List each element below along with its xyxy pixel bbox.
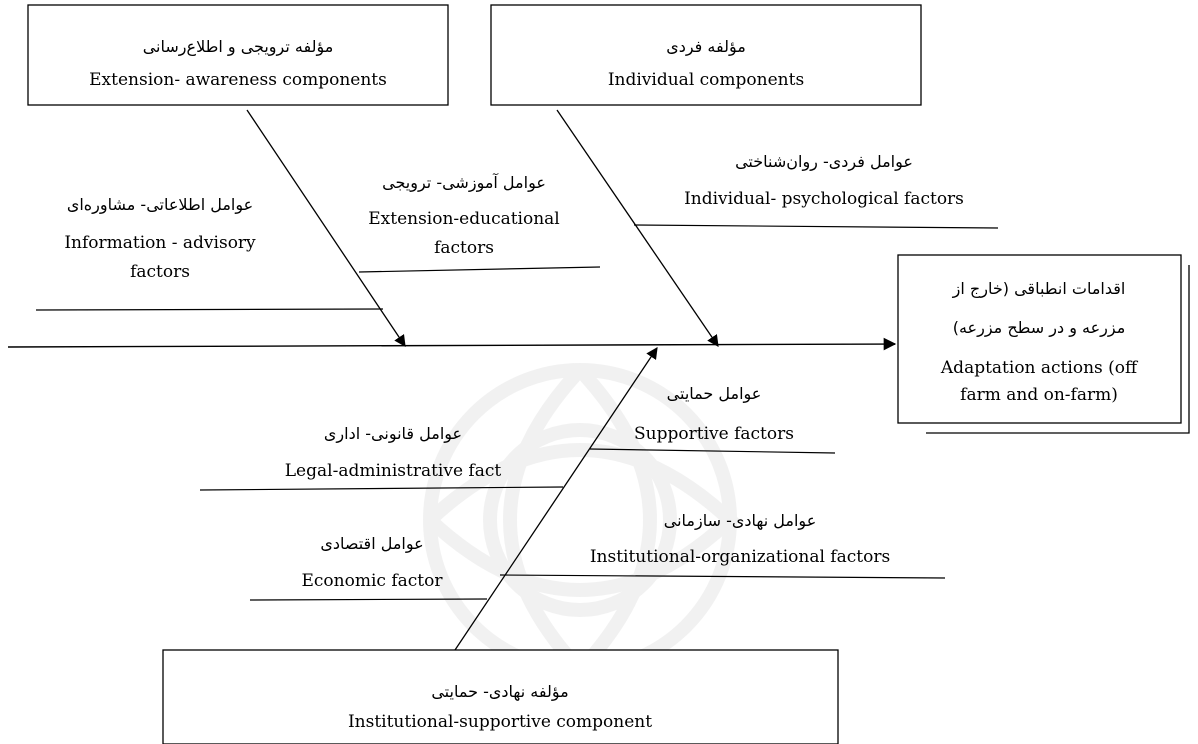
branch-extension-educational [358, 266, 601, 273]
factor-economic-en: Economic factor [302, 571, 444, 591]
head-box [897, 254, 1182, 424]
head-fa-line2: مزرعه و در سطح مزرعه) [953, 318, 1126, 338]
factor-extension-educational-en2: factors [434, 238, 494, 258]
component-extension-awareness-fa: مؤلفه ترویجی و اطلاع‌رسانی [143, 37, 334, 57]
branch-legal-administrative [199, 486, 564, 491]
component-extension-awareness-en: Extension- awareness components [89, 70, 387, 90]
factor-supportive-fa: عوامل حمایتی [667, 384, 762, 404]
factor-individual-psychological-fa: عوامل فردی- روان‌شناختی [735, 152, 913, 172]
bone-institutional-supportive [454, 347, 658, 651]
head-box-shadow [926, 265, 1190, 434]
factor-extension-educational-en1: Extension-educational [368, 209, 560, 229]
branch-institutional-organizational [499, 574, 946, 579]
box-extension-awareness [27, 4, 449, 106]
head-en-line1: Adaptation actions (off [940, 358, 1139, 378]
main-spine [7, 337, 897, 351]
factor-legal-administrative-en: Legal-administrative fact [285, 461, 502, 481]
factor-information-advisory-en2: factors [130, 262, 190, 282]
branch-economic [249, 598, 488, 601]
branch-information-advisory [35, 308, 384, 311]
factor-supportive-en: Supportive factors [634, 424, 794, 444]
head-en-line2: farm and on-farm) [960, 385, 1118, 405]
head-fa-line1: اقدامات انطباقی (خارج از [952, 279, 1126, 299]
branch-supportive [589, 448, 836, 454]
factor-institutional-organizational-en: Institutional-organizational factors [590, 547, 890, 567]
factor-individual-psychological-en: Individual- psychological factors [684, 189, 964, 209]
component-institutional-supportive-fa: مؤلفه نهادی- حمایتی [431, 682, 568, 702]
bone-extension-awareness [246, 109, 406, 347]
branch-individual-psychological [633, 224, 999, 229]
factor-information-advisory-en1: Information - advisory [64, 233, 256, 253]
component-institutional-supportive-en: Institutional-supportive component [348, 712, 652, 732]
factor-extension-educational-fa: عوامل آموزشی- ترویجی [382, 173, 546, 193]
factor-legal-administrative-fa: عوامل قانونی- اداری [324, 424, 462, 444]
component-individual-fa: مؤلفه فردی [666, 37, 746, 57]
bone-individual [556, 109, 719, 347]
factor-institutional-organizational-fa: عوامل نهادی- سازمانی [664, 511, 816, 531]
factor-economic-fa: عوامل اقتصادی [320, 534, 423, 554]
factor-information-advisory-fa: عوامل اطلاعاتی- مشاوره‌ای [67, 195, 253, 215]
box-institutional-supportive [162, 649, 839, 744]
box-individual [490, 4, 922, 106]
component-individual-en: Individual components [608, 70, 804, 90]
